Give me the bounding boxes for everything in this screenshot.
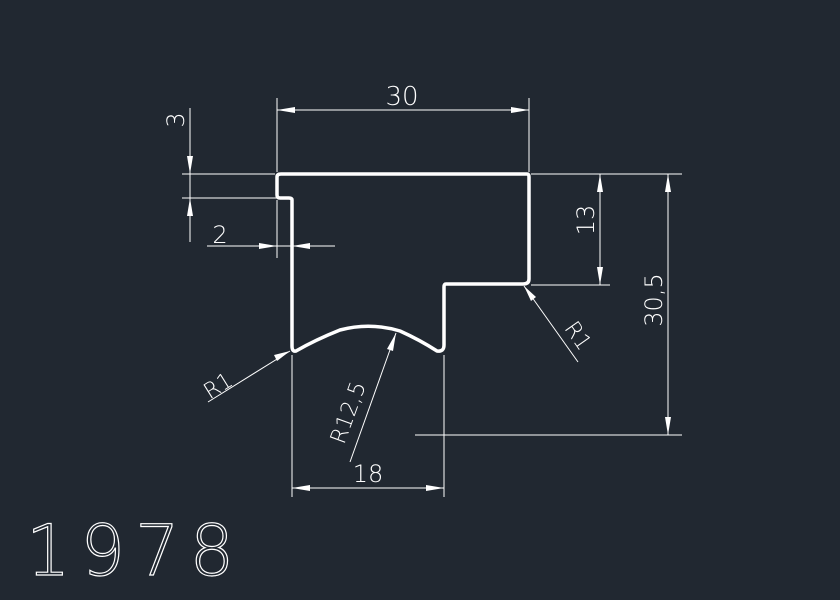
profile-outline — [275, 172, 531, 353]
radius-r1-left: R1 — [200, 350, 291, 405]
dimension-2: 2 — [207, 200, 335, 258]
dimension-label: 2 — [212, 221, 227, 249]
radius-r12-5: R12,5 — [326, 332, 397, 463]
dimension-30-5: 30,5 — [415, 174, 682, 436]
dimension-label: 13 — [572, 205, 600, 236]
dimension-label: R1 — [200, 368, 238, 405]
dimension-label: R1 — [559, 317, 596, 355]
dimension-3: 3 — [162, 108, 290, 242]
dimension-30: 30 — [276, 82, 530, 172]
dimension-label: 18 — [353, 460, 384, 488]
dimension-label: R12,5 — [326, 378, 371, 447]
drawing-code: 1978 — [26, 510, 244, 592]
dimension-13: 13 — [531, 173, 682, 286]
dimension-label: 30 — [385, 82, 418, 112]
dimension-label: 30,5 — [640, 273, 668, 326]
radius-r1-right: R1 — [523, 285, 596, 363]
dimension-label: 3 — [162, 112, 190, 127]
dimension-18: 18 — [291, 355, 445, 497]
